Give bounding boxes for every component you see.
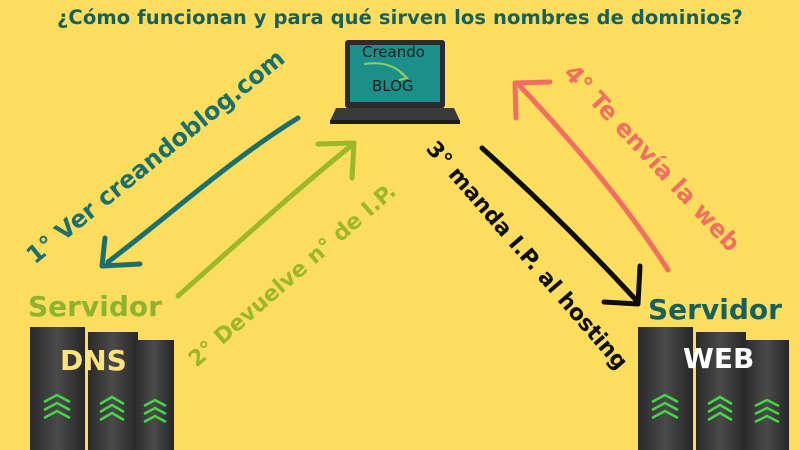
- laptop-screen-text-blog: BLOG: [372, 77, 414, 95]
- web-label: WEB: [683, 342, 755, 375]
- arrow-step4: [512, 79, 671, 273]
- laptop-icon: [330, 40, 460, 124]
- web-server-title: Servidor: [648, 293, 782, 326]
- arrow-step3: [479, 145, 643, 307]
- dns-server-icon: [30, 327, 174, 450]
- web-server-icon: [638, 327, 789, 450]
- laptop-screen-text-creando: Creando: [362, 43, 425, 61]
- arrow-step2: [175, 140, 357, 299]
- arrow-step1: [99, 115, 301, 269]
- dns-server-title: Servidor: [28, 290, 162, 323]
- diagram-title: ¿Cómo funcionan y para qué sirven los no…: [57, 6, 743, 29]
- dns-label: DNS: [60, 344, 127, 377]
